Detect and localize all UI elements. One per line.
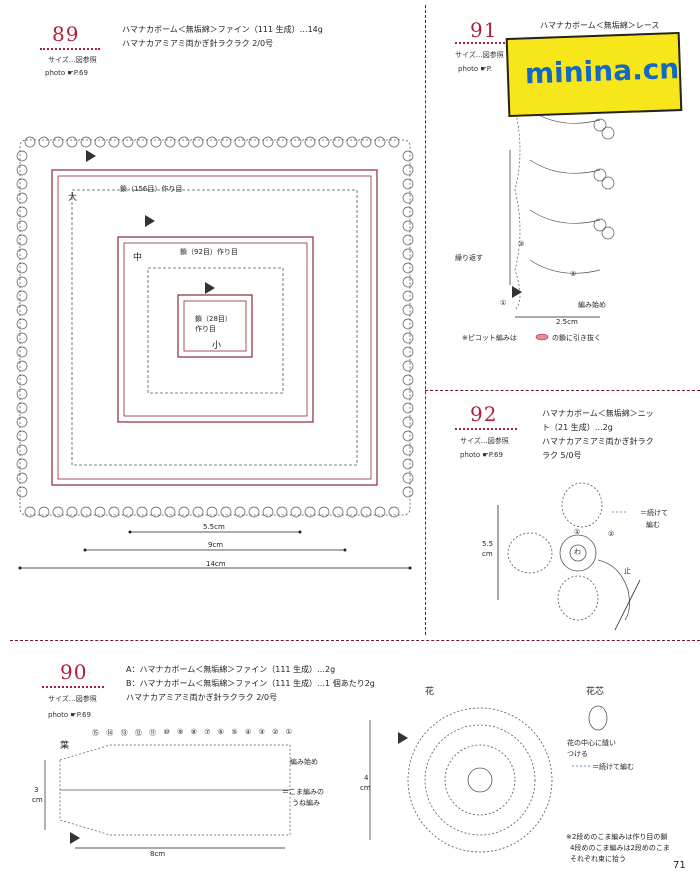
circle-1-92: ① bbox=[574, 528, 581, 536]
sc-back-label: ＝こま編みの bbox=[282, 788, 324, 796]
flower-label: 花 bbox=[425, 687, 435, 697]
circle-2-92: ② bbox=[608, 530, 615, 538]
pattern-90-dots bbox=[42, 686, 104, 688]
pattern-91-size: サイズ…図参照 bbox=[455, 51, 504, 59]
core-label: 花芯 bbox=[586, 687, 605, 697]
height-3-label: 3 bbox=[34, 786, 39, 794]
pattern-90-size: サイズ…図参照 bbox=[48, 695, 97, 703]
row-number: ⑪ bbox=[149, 729, 157, 737]
row-number: ⑮ bbox=[92, 729, 99, 737]
core-note-2: つける bbox=[567, 750, 588, 758]
horizontal-divider-right bbox=[425, 390, 700, 391]
chain-92-label: 鎖（92目）作り目 bbox=[180, 248, 238, 256]
pattern-92-material-3: ハマナカアミアミ両かぎ針ラク bbox=[542, 437, 654, 446]
label-small: 小 bbox=[212, 341, 222, 351]
pattern-91-number: 91 bbox=[470, 18, 498, 42]
horizontal-divider-bottom bbox=[10, 640, 700, 641]
dimension-9cm: 9cm bbox=[208, 541, 224, 549]
pattern-92-dots bbox=[455, 428, 517, 430]
pattern-91-dots bbox=[455, 42, 505, 44]
label-large: 大 bbox=[68, 193, 78, 203]
pattern-89-material-2: ハマナカアミアミ両かぎ針ラクラク 2/0号 bbox=[122, 39, 274, 48]
circle-3-91: ③ bbox=[518, 240, 525, 248]
pattern-89-number: 89 bbox=[52, 22, 80, 46]
pattern-91-material-1: ハマナカボーム＜無垢綿＞レース bbox=[540, 21, 660, 30]
pattern-92-material-2: ト（21 生成）…2g bbox=[542, 423, 613, 432]
watermark-banner: minina.cn bbox=[505, 31, 683, 118]
label-mid: 中 bbox=[133, 253, 143, 263]
height-3-unit: cm bbox=[32, 796, 43, 804]
continue-label-92-2: 編む bbox=[646, 521, 660, 529]
page-number: 71 bbox=[673, 860, 686, 871]
height-unit-92: cm bbox=[482, 550, 493, 558]
pattern-90-material-b: B：ハマナカボーム＜無垢綿＞ファイン（111 生成）…1 個あたり2g bbox=[126, 679, 375, 688]
flower-note-3: それぞれ束に拾う bbox=[570, 855, 626, 863]
chain-156-label: 鎖（156目）作り目 bbox=[120, 185, 183, 193]
chain-28-label-2: 作り目 bbox=[195, 325, 216, 333]
row-number: ⑬ bbox=[120, 729, 128, 737]
continue-label-90: ＝続けて編む bbox=[592, 763, 634, 771]
picot-note-2: の鎖に引き抜く bbox=[552, 334, 601, 342]
height-4-unit: cm bbox=[360, 784, 371, 792]
pattern-90-material-c: ハマナカアミアミ両かぎ針ラクラク 2/0号 bbox=[126, 693, 278, 702]
pattern-89-size: サイズ…図参照 bbox=[48, 56, 97, 64]
watermark-text: minina.cn bbox=[524, 52, 680, 91]
row-number: ③ bbox=[258, 728, 265, 736]
width-8-label: 8cm bbox=[150, 850, 166, 858]
leaf-label: 葉 bbox=[60, 741, 70, 751]
circle-2-91: ② bbox=[570, 270, 577, 278]
width-label-91: 2.5cm bbox=[556, 318, 578, 326]
continue-label-92: ＝続けて bbox=[640, 509, 668, 517]
pattern-90-material-a: A：ハマナカボーム＜無垢綿＞ファイン（111 生成）…2g bbox=[126, 665, 336, 674]
pattern-92-size: サイズ…図参照 bbox=[460, 437, 509, 445]
pattern-92-number: 92 bbox=[470, 402, 498, 426]
height-label-92: 5.5 bbox=[482, 540, 494, 548]
pattern-89-photo: photo ☛P.69 bbox=[45, 69, 88, 77]
circle-1-91: ① bbox=[500, 299, 507, 307]
chain-28-label: 鎖（28目） bbox=[195, 315, 232, 323]
row-number: ⑥ bbox=[217, 728, 225, 736]
pattern-92-material-1: ハマナカボーム＜無垢綿＞ニッ bbox=[542, 409, 654, 418]
row-number: ⑫ bbox=[134, 729, 142, 737]
row-number: ⑨ bbox=[177, 728, 184, 736]
row-number: ⑩ bbox=[163, 728, 170, 736]
row-number: ② bbox=[272, 728, 279, 736]
start-label-90: 編み始め bbox=[290, 758, 318, 766]
sc-back-label-2: うね編み bbox=[292, 799, 320, 807]
height-4-label: 4 bbox=[364, 774, 369, 782]
start-label-91: 編み始め bbox=[578, 301, 606, 309]
pattern-89-material-1: ハマナカボーム＜無垢綿＞ファイン（111 生成）…14g bbox=[122, 25, 323, 34]
row-number: ⑧ bbox=[190, 728, 197, 736]
flower-note-2: 4段めのこま編みは2段めのこま bbox=[570, 844, 670, 852]
vertical-divider bbox=[425, 5, 426, 635]
picot-note: ※ピコット編みは bbox=[462, 334, 517, 342]
ring-label: わ bbox=[574, 548, 581, 556]
pattern-89-dots bbox=[40, 48, 100, 50]
pattern-92-photo: photo ☛P.69 bbox=[460, 451, 503, 459]
row-number: ⑤ bbox=[231, 728, 238, 736]
row-number: ① bbox=[285, 728, 292, 736]
row-number: ⑦ bbox=[204, 728, 211, 736]
leaf-row-numbers: ⑮ ⑭ ⑬ ⑫ ⑪ ⑩ ⑨ ⑧ ⑦ ⑥ ⑤ ④ ③ ② ① bbox=[92, 728, 292, 738]
flower-note-1: ※2段めのこま編みは作り目の鎖 bbox=[566, 833, 668, 841]
core-note-1: 花の中心に縫い bbox=[567, 739, 616, 747]
pattern-90-photo: photo ☛P.69 bbox=[48, 711, 91, 719]
pattern-90-number: 90 bbox=[60, 660, 88, 684]
pattern-92-material-4: ラク 5/0号 bbox=[542, 451, 582, 460]
repeat-label: 繰り返す bbox=[455, 254, 483, 262]
row-number: ⑭ bbox=[106, 729, 114, 737]
row-number: ④ bbox=[244, 728, 252, 736]
dimension-5-5cm: 5.5cm bbox=[203, 523, 225, 531]
dimension-14cm: 14cm bbox=[206, 560, 226, 568]
end-label-92: 止 bbox=[624, 567, 631, 575]
pattern-91-photo: photo ☛P. bbox=[458, 65, 493, 73]
